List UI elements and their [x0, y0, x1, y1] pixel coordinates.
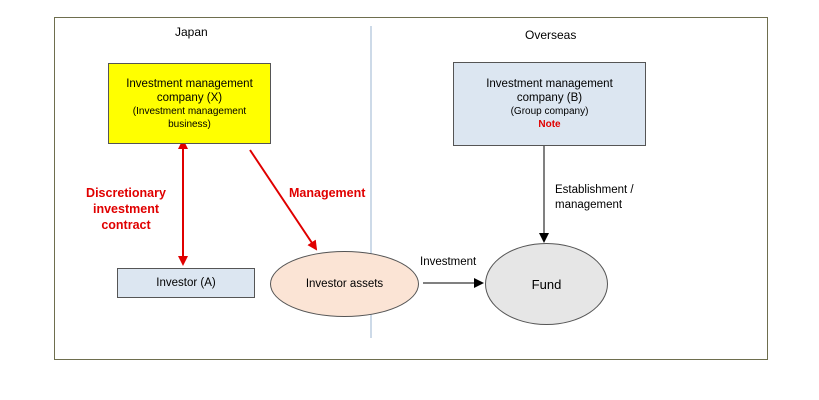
establishment-line1: Establishment / — [555, 184, 634, 196]
discretionary-line2: investment — [93, 202, 159, 216]
discretionary-line3: contract — [101, 218, 151, 232]
establishment-label: Establishment / management — [555, 183, 634, 213]
company-b-box: Investment management company (B) (Group… — [453, 62, 646, 146]
establishment-line2: management — [555, 199, 623, 211]
fund-ellipse: Fund — [485, 243, 608, 325]
investment-label: Investment — [420, 256, 477, 268]
company-b-line1: Investment management — [486, 78, 613, 90]
company-x-sub1: (Investment management — [132, 105, 247, 117]
company-x-line1: Investment management — [126, 77, 253, 90]
discretionary-line1: Discretionary — [86, 186, 166, 200]
company-x-sub2: business) — [168, 118, 211, 130]
diagram-frame — [54, 17, 768, 360]
investor-box: Investor (A) — [117, 268, 255, 298]
fund-label: Fund — [531, 276, 562, 292]
investor-assets-label: Investor assets — [305, 278, 384, 290]
discretionary-contract-label: Discretionary investment contract — [78, 185, 174, 233]
investor-label: Investor (A) — [156, 277, 216, 289]
company-b-line2: company (B) — [516, 92, 583, 104]
management-arrow — [249, 149, 318, 251]
investor-assets-ellipse: Investor assets — [270, 251, 419, 317]
company-x-box: Investment management company (X) (Inves… — [108, 63, 271, 144]
company-b-sub: (Group company) — [510, 106, 589, 117]
company-x-line2: company (X) — [156, 91, 223, 104]
region-japan-label: Japan — [175, 25, 208, 39]
region-overseas-label: Overseas — [525, 28, 577, 42]
management-label: Management — [289, 186, 366, 200]
company-b-note: Note — [538, 119, 561, 130]
